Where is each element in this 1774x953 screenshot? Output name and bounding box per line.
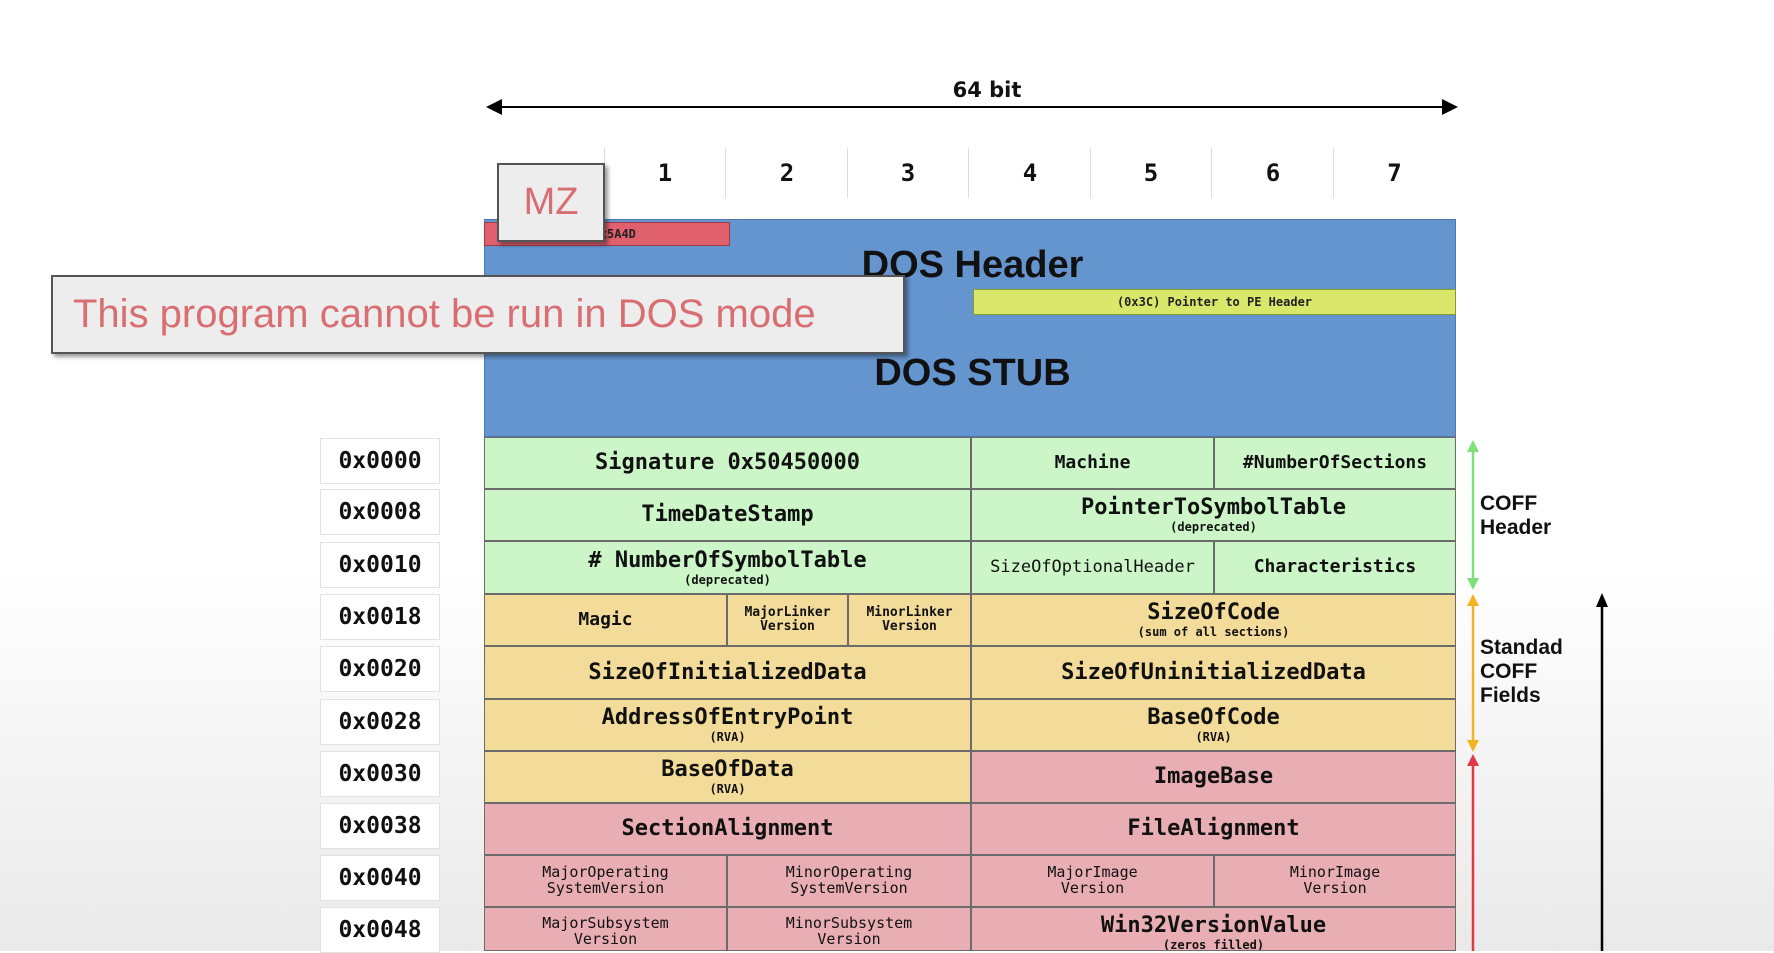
win32-version-value-field: Win32VersionValue(zeros filled)	[971, 907, 1456, 951]
byte-header-7: 7	[1334, 148, 1455, 198]
base-of-data-field: BaseOfData(RVA)	[484, 751, 971, 803]
size-of-initialized-data-field: SizeOfInitializedData	[484, 646, 971, 699]
magic-field: Magic	[484, 594, 727, 646]
byte-header-6: 6	[1213, 148, 1334, 198]
timedatestamp-field: TimeDateStamp	[484, 489, 971, 541]
machine-field: Machine	[971, 437, 1214, 489]
section-alignment-field: SectionAlignment	[484, 803, 971, 855]
bit-width-label: 64 bit	[952, 78, 1022, 102]
size-of-optional-header-field: SizeOfOptionalHeader	[971, 541, 1214, 594]
signature-field: Signature 0x50450000	[484, 437, 971, 489]
offset-0x0010: 0x0010	[320, 542, 440, 588]
size-of-uninitialized-data-field: SizeOfUninitializedData	[971, 646, 1456, 699]
standard-arrow-down-icon	[1467, 740, 1479, 752]
pointer-to-symbol-table-field: PointerToSymbolTable(deprecated)	[971, 489, 1456, 541]
number-of-symbol-table-field: # NumberOfSymbolTable(deprecated)	[484, 541, 971, 594]
coff-arrow-down-icon	[1467, 578, 1479, 590]
size-of-code-field: SizeOfCode(sum of all sections)	[971, 594, 1456, 646]
offset-0x0030: 0x0030	[320, 751, 440, 797]
image-base-field: ImageBase	[971, 751, 1456, 803]
mz-overlay: MZ	[497, 163, 605, 242]
base-of-code-field: BaseOfCode(RVA)	[971, 699, 1456, 751]
offset-0x0008: 0x0008	[320, 489, 440, 535]
byte-header-1: 1	[605, 148, 726, 198]
optional-header-arrow-up-icon	[1596, 593, 1608, 607]
offset-0x0020: 0x0020	[320, 646, 440, 692]
offset-0x0048: 0x0048	[320, 907, 440, 953]
pe-header-pointer: (0x3C) Pointer to PE Header	[973, 289, 1456, 315]
address-of-entry-point-field: AddressOfEntryPoint(RVA)	[484, 699, 971, 751]
coff-arrow-up-icon	[1467, 440, 1479, 452]
characteristics-field: Characteristics	[1214, 541, 1456, 594]
byte-header-3: 3	[848, 148, 969, 198]
byte-header-2: 2	[727, 148, 848, 198]
dos-stub-title: DOS STUB	[874, 352, 1071, 394]
offset-0x0038: 0x0038	[320, 803, 440, 849]
windows-arrow-up-icon	[1467, 754, 1479, 766]
byte-header-4: 4	[970, 148, 1091, 198]
bit-width-line	[490, 106, 1454, 108]
side-brackets	[1467, 440, 1608, 951]
file-alignment-field: FileAlignment	[971, 803, 1456, 855]
arrow-right-icon	[1442, 99, 1458, 115]
standard-arrow-up-icon	[1467, 594, 1479, 606]
offset-0x0000: 0x0000	[320, 438, 440, 484]
arrow-left-icon	[486, 99, 502, 115]
offset-0x0018: 0x0018	[320, 594, 440, 640]
dos-mode-message-overlay: This program cannot be run in DOS mode	[51, 275, 905, 354]
byte-header-5: 5	[1091, 148, 1212, 198]
offset-0x0028: 0x0028	[320, 699, 440, 745]
offset-0x0040: 0x0040	[320, 855, 440, 901]
number-of-sections-field: #NumberOfSections	[1214, 437, 1456, 489]
